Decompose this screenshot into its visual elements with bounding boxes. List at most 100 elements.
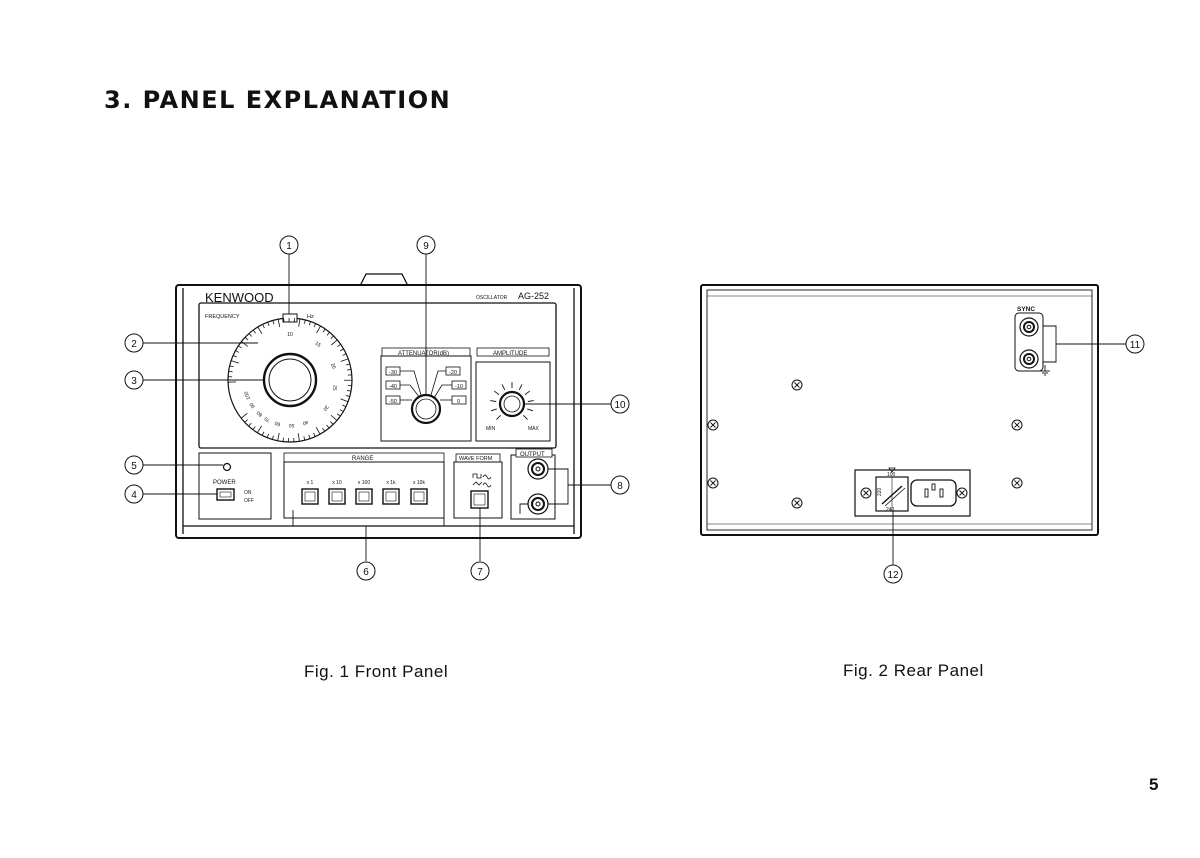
dial-tick-mark bbox=[346, 364, 350, 365]
front-panel-figure: KENWOOD OSCILLATOR AG-252 FREQUENCY Hz 1… bbox=[100, 225, 640, 585]
range-button-label: x 10k bbox=[413, 480, 425, 486]
waveform-label: WAVE FORM bbox=[459, 456, 493, 462]
sync-jack-signal[interactable] bbox=[1020, 318, 1038, 336]
power-off-label: OFF bbox=[244, 498, 254, 504]
dial-tick-mark bbox=[343, 354, 347, 356]
dial-tick-mark bbox=[230, 366, 234, 367]
range-button-face[interactable] bbox=[329, 489, 345, 504]
range-button-label: x 1k bbox=[386, 480, 396, 486]
page-number: 5 bbox=[1149, 775, 1158, 795]
power-on-label: ON bbox=[244, 490, 252, 496]
dial-tick-mark bbox=[342, 405, 346, 407]
range-button-inset bbox=[386, 492, 396, 501]
callout-1-number: 1 bbox=[286, 241, 292, 252]
amplitude-tick-mark bbox=[527, 409, 533, 411]
range-button-face[interactable] bbox=[302, 489, 318, 504]
dial-tick-mark bbox=[263, 324, 265, 328]
range-button-2[interactable]: x 10 bbox=[329, 480, 345, 504]
dial-tick-mark bbox=[273, 320, 274, 324]
dial-tick-label: 30 bbox=[321, 404, 329, 412]
dial-tick-mark bbox=[278, 319, 280, 327]
dial-tick-mark bbox=[347, 390, 351, 391]
dial-tick-mark bbox=[253, 426, 255, 429]
dial-tick-mark bbox=[278, 433, 280, 441]
range-button-label: x 1 bbox=[307, 480, 314, 486]
dial-tick-mark bbox=[299, 319, 300, 327]
atten-step-minus10: -10 bbox=[455, 384, 463, 390]
amplitude-min-label: MIN bbox=[486, 426, 496, 432]
hz-label: Hz bbox=[307, 314, 314, 320]
sync-jack-ground[interactable] bbox=[1020, 350, 1038, 368]
dial-tick-mark bbox=[330, 422, 333, 425]
waveform-switch[interactable] bbox=[471, 491, 488, 508]
dial-tick-mark bbox=[337, 344, 340, 346]
range-button-inset bbox=[414, 492, 424, 501]
amplitude-tick-mark bbox=[525, 391, 530, 395]
amplitude-label: AMPLITUDE bbox=[493, 351, 527, 357]
atten-step-minus20: -20 bbox=[449, 370, 457, 376]
screw-icon bbox=[861, 488, 871, 498]
range-section bbox=[284, 462, 444, 518]
power-switch[interactable] bbox=[217, 489, 234, 500]
model-number: AG-252 bbox=[518, 291, 549, 301]
amplitude-tick-mark bbox=[502, 384, 505, 389]
amplitude-tick-mark bbox=[494, 391, 499, 395]
dial-tick-mark bbox=[257, 426, 261, 433]
voltage-label-220: 220 bbox=[877, 487, 883, 496]
frequency-label: FREQUENCY bbox=[205, 314, 240, 320]
range-button-1[interactable]: x 1 bbox=[302, 480, 318, 504]
atten-step-minus40: -40 bbox=[389, 384, 397, 390]
callout-10-number: 10 bbox=[614, 400, 626, 411]
dial-index-marker bbox=[283, 314, 297, 322]
range-button-face[interactable] bbox=[383, 489, 399, 504]
dial-tick-label: 100 bbox=[243, 390, 252, 400]
attenuator-label: ATTENUATOR(dB) bbox=[398, 351, 449, 357]
frequency-knob[interactable] bbox=[264, 354, 316, 406]
dial-tick-mark bbox=[262, 432, 264, 436]
callout-4-number: 4 bbox=[131, 490, 137, 501]
range-button-inset bbox=[305, 492, 315, 501]
model-prefix: OSCILLATOR bbox=[476, 295, 508, 301]
dial-tick-mark bbox=[314, 433, 316, 437]
dial-tick-label: 90 bbox=[249, 401, 257, 409]
range-button-face[interactable] bbox=[356, 489, 372, 504]
callout-9-number: 9 bbox=[423, 241, 429, 252]
dial-tick-mark bbox=[327, 332, 330, 335]
front-upper-panel bbox=[199, 303, 556, 448]
amplitude-tick-mark bbox=[519, 384, 522, 389]
dial-tick-mark bbox=[327, 425, 330, 428]
callout-7-number: 7 bbox=[477, 567, 483, 578]
dial-tick-mark bbox=[331, 340, 337, 345]
range-button-5[interactable]: x 10k bbox=[411, 480, 427, 504]
dial-tick-mark bbox=[340, 410, 343, 412]
dial-tick-mark bbox=[317, 326, 321, 333]
range-button-4[interactable]: x 1k bbox=[383, 480, 399, 504]
rear-panel-figure: SYNC bbox=[690, 275, 1160, 595]
range-button-face[interactable] bbox=[411, 489, 427, 504]
dial-tick-mark bbox=[340, 349, 343, 351]
dial-tick-label: 10 bbox=[287, 332, 293, 338]
range-button-label: x 10 bbox=[332, 480, 342, 486]
screw-icon bbox=[792, 498, 802, 508]
dial-tick-mark bbox=[304, 436, 305, 440]
amplitude-max-label: MAX bbox=[528, 426, 540, 432]
ac-inlet-plate bbox=[855, 470, 970, 516]
dial-tick-mark bbox=[322, 428, 324, 431]
dial-tick-mark bbox=[267, 434, 268, 438]
dial-tick-mark bbox=[309, 435, 310, 439]
dial-tick-label: 15 bbox=[314, 340, 322, 348]
callout-3-number: 3 bbox=[131, 376, 137, 387]
dial-tick-mark bbox=[241, 341, 247, 346]
range-label: RANGE bbox=[352, 456, 373, 462]
dial-tick-mark bbox=[316, 427, 320, 434]
dial-tick-mark bbox=[238, 346, 241, 348]
dial-tick-mark bbox=[346, 395, 350, 396]
dial-tick-label: 70 bbox=[263, 415, 271, 423]
dial-tick-mark bbox=[323, 329, 325, 332]
dial-tick-mark bbox=[314, 324, 316, 328]
dial-tick-mark bbox=[258, 327, 262, 334]
range-button-inset bbox=[359, 492, 369, 501]
screw-icon bbox=[792, 380, 802, 390]
range-button-3[interactable]: x 100 bbox=[356, 480, 372, 504]
